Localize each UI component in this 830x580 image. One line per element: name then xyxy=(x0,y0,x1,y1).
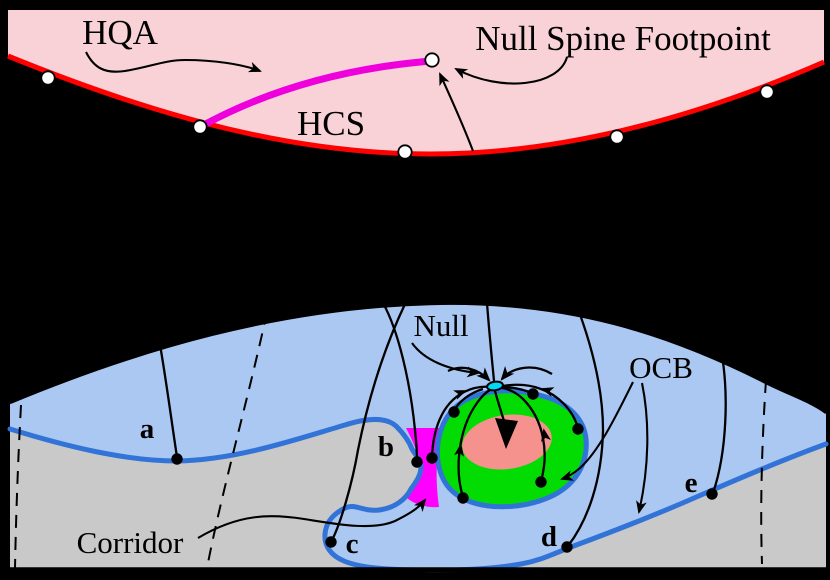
meridian-dashed-left xyxy=(14,404,22,569)
footpoint-label-c: c xyxy=(346,528,359,560)
fan-arrowhead xyxy=(540,387,555,397)
fan-footpoint-dot xyxy=(572,423,584,435)
null-point xyxy=(486,380,504,392)
null-pointer-arrow xyxy=(411,342,481,378)
fan-arrowhead xyxy=(454,443,464,457)
null-spine-footpoint-label: Null Spine Footpoint xyxy=(475,19,771,58)
fan-line xyxy=(500,365,553,381)
footpoint-dot-b xyxy=(411,456,423,468)
fan-footpoint-dot xyxy=(535,476,547,488)
hcs-footpoint-dot xyxy=(609,129,625,145)
fan-footpoint-dot xyxy=(527,388,539,400)
null-label: Null xyxy=(413,308,468,343)
hqa-label: HQA xyxy=(82,13,159,52)
spine-line-outer xyxy=(485,302,496,382)
fan-footpoint-dot xyxy=(448,406,460,418)
field-line-d xyxy=(567,300,605,547)
top-panel: HQA HCS Null Spine Footpoint xyxy=(7,10,825,160)
fan-footpoint-dot xyxy=(457,492,469,504)
hcs-footpoint-dot xyxy=(397,144,413,160)
footpoint-label-e: e xyxy=(685,467,698,499)
footpoint-label-d: d xyxy=(541,521,557,553)
footpoint-label-a: a xyxy=(140,413,155,445)
meridian-dashed-middle xyxy=(206,311,268,569)
field-line-e xyxy=(711,349,727,494)
fan-arrowhead xyxy=(541,428,551,442)
ocb-pointer-arrow-2 xyxy=(636,382,649,514)
footpoint-dot-d xyxy=(561,541,573,553)
spine-footpoint-arrow xyxy=(439,72,474,152)
hqa-curve xyxy=(196,57,435,131)
field-line-a xyxy=(157,338,179,458)
footpoint-dot-c xyxy=(325,536,337,548)
null-spine-footpoint-dot xyxy=(424,52,440,68)
fan-line xyxy=(502,383,580,429)
bottom-panel: Null OCB Corridor a b c d e xyxy=(7,300,829,573)
fan-line xyxy=(457,387,493,498)
footpoint-dot-a xyxy=(171,453,183,465)
ocb-label: OCB xyxy=(629,350,693,385)
hcs-footpoint-dot xyxy=(759,84,775,100)
hcs-footpoint-dot xyxy=(40,70,56,86)
fan-line xyxy=(501,386,546,482)
ocb-curve xyxy=(7,417,829,573)
corridor-pointer-arrow xyxy=(197,498,427,539)
ocb-pointer-arrow-1 xyxy=(560,381,634,481)
corridor-label: Corridor xyxy=(77,525,184,560)
hcs-label: HCS xyxy=(297,104,365,143)
source-surface-arc xyxy=(9,302,827,414)
footpoint-label-b: b xyxy=(378,431,394,463)
spine-line-inner xyxy=(493,390,506,422)
hcs-footpoint-dot xyxy=(192,119,208,135)
field-line-c xyxy=(330,303,407,541)
nsf-pointer-arrow xyxy=(454,56,569,85)
fan-arrowhead xyxy=(453,390,468,400)
fan-footpoint-dot xyxy=(426,452,438,464)
hqa-pointer-arrow xyxy=(85,51,262,73)
footpoint-dot-e xyxy=(706,488,718,500)
spine-big-arrowhead xyxy=(495,418,518,449)
hcs-curve xyxy=(7,53,825,157)
meridian-dashed-right xyxy=(760,379,767,565)
